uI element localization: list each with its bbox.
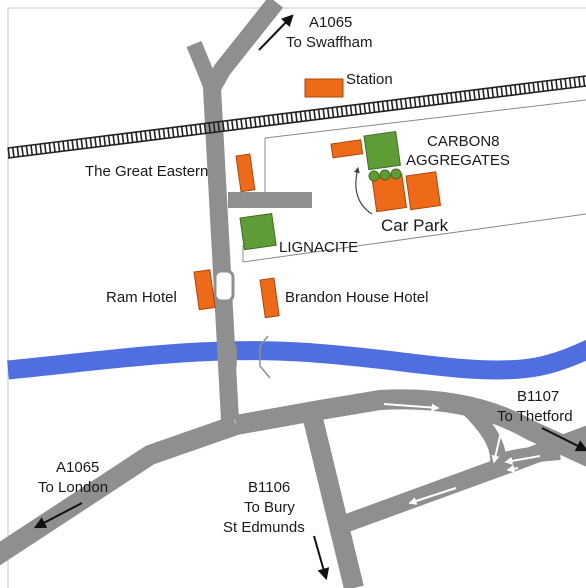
carbon8-building-small — [330, 139, 364, 159]
mini-roundabout — [213, 269, 235, 303]
road-a1065-north — [203, 0, 284, 421]
label-car-park: Car Park — [381, 216, 449, 235]
label-to-thetford: To Thetford — [497, 408, 573, 425]
station-building — [304, 78, 344, 98]
road-connector — [332, 425, 586, 536]
label-b1107: B1107 — [517, 388, 559, 405]
label-to-swaffham: To Swaffham — [286, 34, 372, 51]
label-a1065-south: A1065 — [56, 459, 99, 476]
arrow-to-bury — [313, 535, 330, 581]
silo-2 — [379, 169, 391, 181]
railway — [7, 75, 586, 159]
label-to-bury: To Bury — [244, 499, 295, 516]
road-direction-arrows — [383, 403, 541, 505]
arrow-to-thetford — [541, 427, 586, 452]
label-station: Station — [346, 71, 393, 88]
road-a1065-north-branch — [186, 40, 220, 92]
label-carbon8: CARBON8 — [427, 133, 500, 150]
label-aggregates: AGGREGATES — [406, 152, 510, 169]
carbon8-building-right — [405, 171, 442, 211]
arrow-to-london — [33, 502, 83, 529]
silo-3 — [390, 168, 402, 180]
road-b1107 — [234, 389, 586, 467]
arrow-to-swaffham — [258, 14, 294, 51]
direction-arrows — [33, 14, 586, 581]
river — [7, 339, 586, 380]
road-b1106 — [302, 412, 364, 588]
label-b1106: B1106 — [248, 479, 290, 496]
label-lignacite: LIGNACITE — [279, 239, 358, 256]
label-ram-hotel: Ram Hotel — [106, 289, 177, 306]
buildings — [193, 78, 442, 319]
silo-1 — [368, 170, 380, 182]
lignacite-site — [239, 212, 277, 251]
car-park-arrow — [353, 166, 373, 215]
label-a1065-north: A1065 — [309, 14, 352, 31]
label-st-edmunds: St Edmunds — [223, 519, 305, 536]
bridge — [221, 335, 271, 379]
road-a1065-south — [0, 415, 240, 566]
brandon-house-building — [259, 277, 280, 319]
label-brandon-house: Brandon House Hotel — [285, 289, 428, 306]
ram-hotel-building — [193, 269, 216, 311]
map-frame — [7, 7, 586, 588]
great-eastern-building — [235, 153, 256, 193]
label-great-eastern: The Great Eastern — [85, 163, 208, 180]
carbon8-plant — [363, 130, 401, 171]
label-to-london: To London — [38, 479, 108, 496]
site-outline — [242, 99, 586, 263]
green-areas — [239, 130, 402, 251]
